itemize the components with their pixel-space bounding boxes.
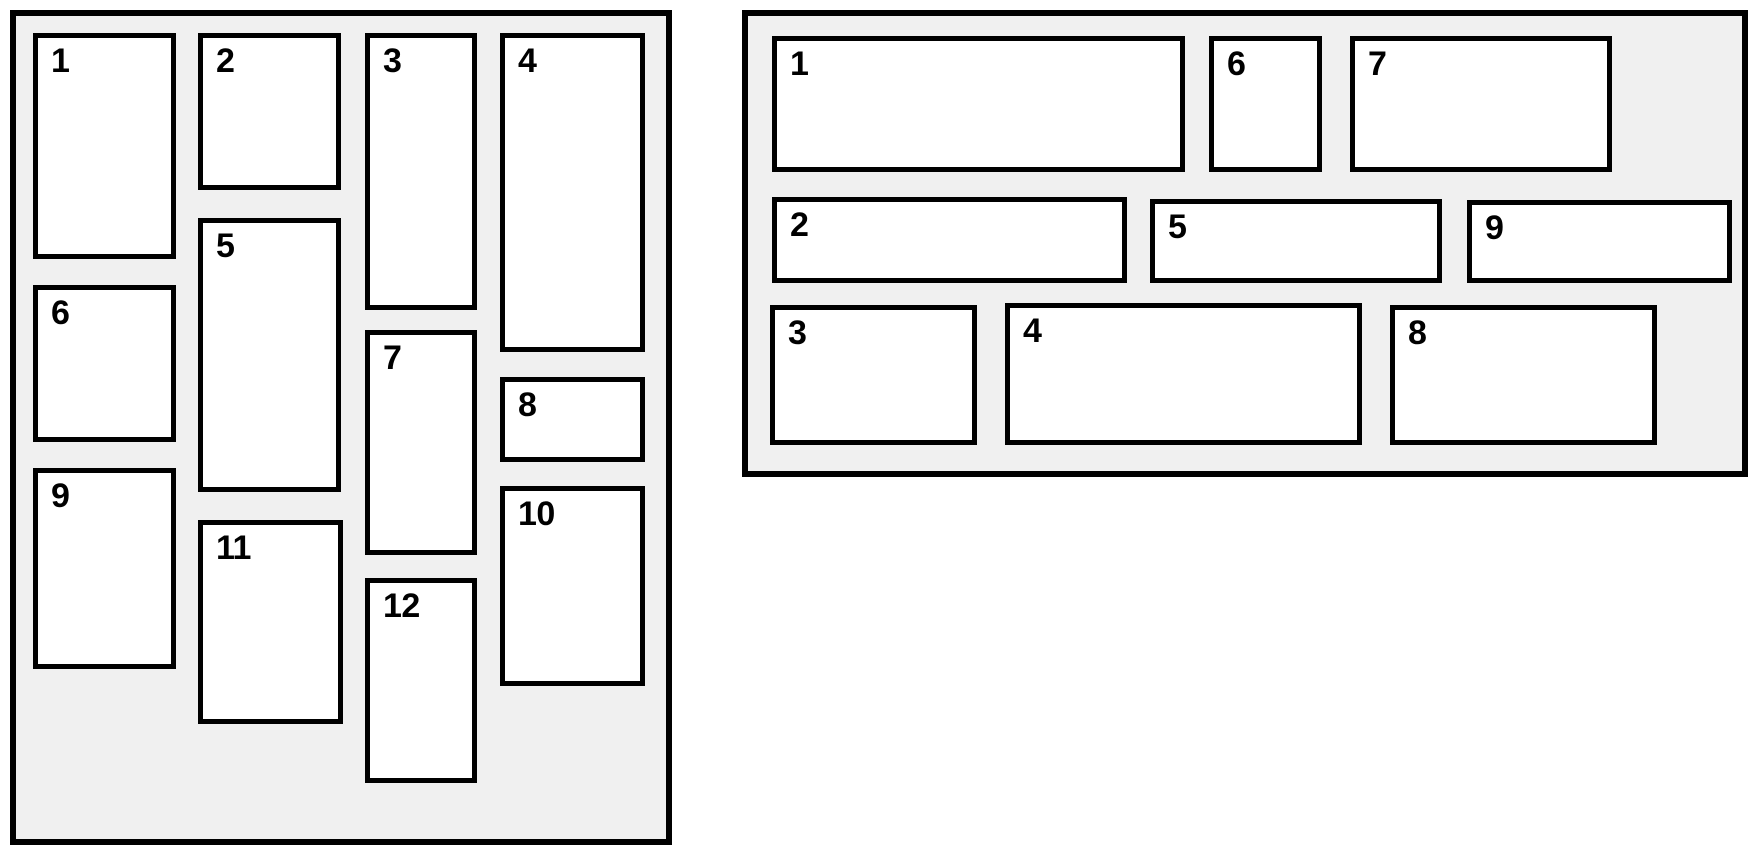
left-masonry-panel-box-9: 9 [33,468,176,669]
box-number-label: 11 [216,529,251,567]
right-rows-panel-box-5: 5 [1150,199,1442,283]
box-number-label: 2 [790,206,809,244]
box-number-label: 6 [1227,45,1246,83]
right-rows-panel-box-9: 9 [1467,200,1732,283]
right-rows-panel-box-8: 8 [1390,305,1657,445]
box-number-label: 9 [51,477,70,515]
box-number-label: 5 [1168,208,1187,246]
box-number-label: 2 [216,42,235,80]
box-number-label: 3 [383,42,402,80]
left-masonry-panel-box-2: 2 [198,33,341,190]
box-number-label: 7 [1368,45,1387,83]
box-number-label: 10 [518,495,555,533]
box-number-label: 3 [788,314,807,352]
box-number-label: 6 [51,294,70,332]
box-number-label: 1 [790,45,809,83]
box-number-label: 4 [1023,312,1042,350]
left-masonry-panel-box-10: 10 [500,486,645,686]
box-number-label: 4 [518,42,537,80]
box-number-label: 8 [518,386,537,424]
left-masonry-panel-box-3: 3 [365,33,477,310]
left-masonry-panel-box-5: 5 [198,218,341,492]
right-rows-panel: 1 2 3 4 5 6 7 8 9 [742,10,1748,477]
left-masonry-panel-box-8: 8 [500,377,645,462]
right-rows-panel-box-3: 3 [770,305,977,445]
left-masonry-panel-box-11: 11 [198,520,343,724]
box-number-label: 1 [51,42,70,80]
left-masonry-panel-box-1: 1 [33,33,176,259]
box-number-label: 9 [1485,209,1504,247]
left-masonry-panel-box-6: 6 [33,285,176,442]
right-rows-panel-box-7: 7 [1350,36,1612,172]
box-number-label: 7 [383,339,402,377]
box-number-label: 5 [216,227,235,265]
box-number-label: 8 [1408,314,1427,352]
right-rows-panel-box-1: 1 [772,36,1185,172]
box-number-label: 12 [383,587,420,625]
left-masonry-panel-box-12: 12 [365,578,477,783]
left-masonry-panel-box-4: 4 [500,33,645,352]
right-rows-panel-box-6: 6 [1209,36,1322,172]
left-masonry-panel-box-7: 7 [365,330,477,555]
right-rows-panel-box-2: 2 [772,197,1127,283]
right-rows-panel-box-4: 4 [1005,303,1362,445]
